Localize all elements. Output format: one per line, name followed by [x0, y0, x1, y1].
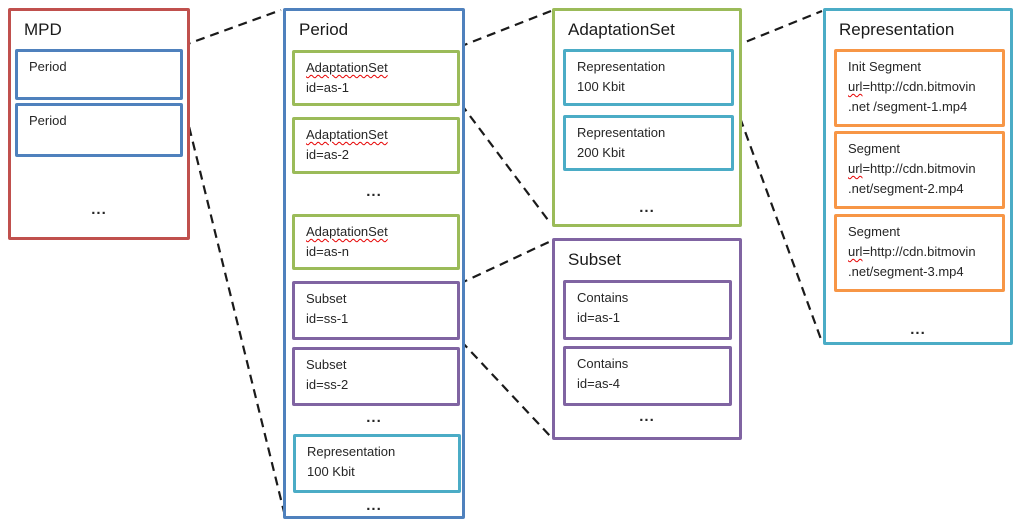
period-panel-title: Period	[299, 20, 349, 39]
segment-item-title: Segment	[848, 224, 901, 239]
segment-url-line2: .net/segment-3.mp4	[848, 264, 964, 279]
connector-as1-adaptationset-top	[458, 9, 552, 49]
connector-ss1-subset-bottom	[460, 340, 552, 438]
adaptationset-panel: AdaptationSet Representation 100 Kbit Re…	[552, 8, 742, 227]
representation-item-100kbit-detail: Representation 100 Kbit	[563, 49, 734, 106]
subset-item-ss-2: Subset id=ss-2	[292, 347, 460, 406]
subset-item-id: id=ss-1	[306, 311, 349, 326]
adaptationset-item-as-2: AdaptationSet id=as-2	[292, 117, 460, 174]
segment-item-title: Init Segment	[848, 59, 921, 74]
subset-item-name: Subset	[306, 357, 347, 372]
segment-url-line2: .net /segment-1.mp4	[848, 99, 968, 114]
representation-item-200kbit: Representation 200 Kbit	[563, 115, 734, 171]
subset-panel-title: Subset	[568, 250, 621, 269]
ellipsis: ...	[639, 408, 655, 425]
segment-url-line2: .net/segment-2.mp4	[848, 181, 964, 196]
mpd-panel: MPD Period Period ...	[8, 8, 190, 240]
connector-rep-representation-top	[732, 9, 823, 49]
contains-item-id: id=as-1	[577, 310, 620, 325]
segment-url-word: url	[848, 244, 863, 259]
ellipsis: ...	[91, 201, 107, 218]
contains-item-as-4: Contains id=as-4	[563, 346, 732, 406]
segment-url-rest: =http://cdn.bitmovin	[862, 244, 976, 259]
segment-item-3: Segment url=http://cdn.bitmovin .net/seg…	[834, 214, 1005, 292]
ellipsis: ...	[366, 497, 382, 514]
representation-item-bitrate: 200 Kbit	[577, 145, 625, 160]
mpd-panel-title: MPD	[24, 20, 62, 39]
subset-item-ss-1: Subset id=ss-1	[292, 281, 460, 340]
connector-mpd-period-bottom	[180, 97, 287, 517]
adaptationset-item-as-n: AdaptationSet id=as-n	[292, 214, 460, 270]
representation-item-100kbit: Representation 100 Kbit	[293, 434, 461, 493]
adaptationset-panel-title: AdaptationSet	[568, 20, 675, 39]
adaptationset-item-as-1: AdaptationSet id=as-1	[292, 50, 460, 106]
segment-url-rest: =http://cdn.bitmovin	[862, 161, 976, 176]
adaptationset-item-id: id=as-1	[306, 80, 349, 95]
ellipsis: ...	[366, 409, 382, 426]
contains-item-name: Contains	[577, 290, 629, 305]
period-panel: Period AdaptationSet id=as-1 AdaptationS…	[283, 8, 465, 519]
subset-panel: Subset Contains id=as-1 Contains id=as-4…	[552, 238, 742, 440]
connector-ss1-subset-top	[458, 240, 552, 285]
contains-item-id: id=as-4	[577, 376, 620, 391]
segment-url-word: url	[848, 79, 863, 94]
representation-item-name: Representation	[577, 59, 666, 74]
period-item-label: Period	[29, 59, 67, 74]
adaptationset-item-id: id=as-2	[306, 147, 349, 162]
subset-item-id: id=ss-2	[306, 377, 349, 392]
period-item-label: Period	[29, 113, 67, 128]
connector-mpd-period-top	[181, 8, 282, 48]
adaptationset-item-name: AdaptationSet	[306, 60, 388, 75]
contains-item-name: Contains	[577, 356, 629, 371]
representation-item-name: Representation	[307, 444, 396, 459]
period-item-2: Period	[15, 103, 183, 157]
connector-rep-representation-bottom	[733, 103, 824, 343]
segment-item-title: Segment	[848, 141, 901, 156]
representation-panel: Representation Init Segment url=http://c…	[823, 8, 1013, 345]
contains-item-as-1: Contains id=as-1	[563, 280, 732, 340]
period-item-1: Period	[15, 49, 183, 100]
adaptationset-item-name: AdaptationSet	[306, 224, 388, 239]
segment-item-2: Segment url=http://cdn.bitmovin .net/seg…	[834, 131, 1005, 209]
connector-as1-adaptationset-bottom	[460, 103, 552, 225]
representation-item-bitrate: 100 Kbit	[307, 464, 355, 479]
init-segment-item: Init Segment url=http://cdn.bitmovin .ne…	[834, 49, 1005, 127]
subset-item-name: Subset	[306, 291, 347, 306]
ellipsis: ...	[910, 321, 926, 338]
segment-url-word: url	[848, 161, 863, 176]
ellipsis: ...	[366, 183, 382, 200]
representation-item-bitrate: 100 Kbit	[577, 79, 625, 94]
adaptationset-item-name: AdaptationSet	[306, 127, 388, 142]
segment-url-rest: =http://cdn.bitmovin	[862, 79, 976, 94]
ellipsis: ...	[639, 199, 655, 216]
adaptationset-item-id: id=as-n	[306, 244, 349, 259]
representation-item-name: Representation	[577, 125, 666, 140]
representation-panel-title: Representation	[839, 20, 955, 39]
